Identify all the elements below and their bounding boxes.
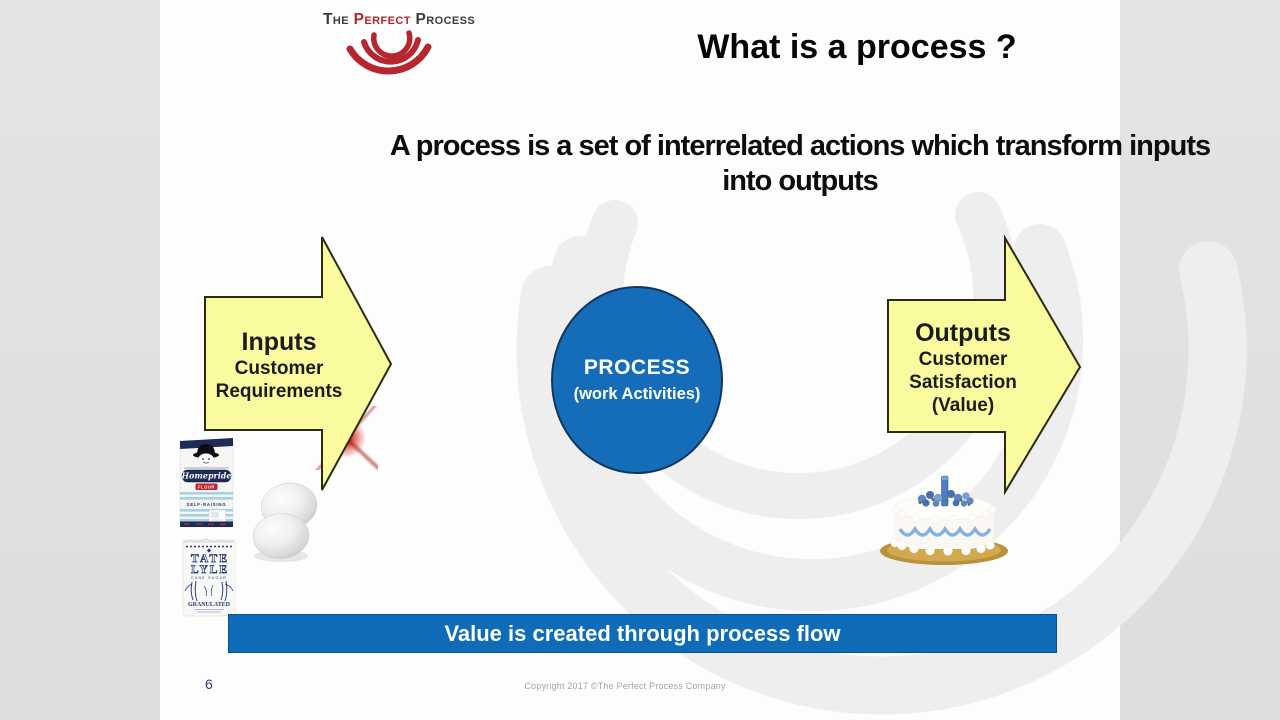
flour-badge-text: FLOUR (198, 484, 215, 489)
eggs-image (252, 482, 318, 562)
outputs-sub-3: (Value) (931, 395, 995, 416)
subtitle-line-2: into outputs (722, 165, 879, 197)
inputs-arrow-label: Inputs Customer Requirements (183, 328, 375, 403)
inputs-sub-1: Customer (234, 358, 324, 379)
copyright-text: Copyright 2017 ©The Perfect Process Comp… (524, 681, 726, 691)
flour-bag-image: Homepride FLOUR SELF-RAISING (179, 438, 234, 528)
page-number: 6 (205, 676, 213, 692)
cake-rim-frosting (891, 505, 997, 524)
cake-candle (941, 475, 949, 507)
logo-word-process: Process (415, 11, 476, 28)
cake-image (880, 475, 1008, 565)
process-circle-heading: PROCESS (583, 356, 691, 379)
sugar-subtitle-text: CANE SUGAR (191, 576, 227, 580)
process-circle-subheading: (work Activities) (573, 385, 701, 403)
outputs-sub-2: Satisfaction (909, 372, 1017, 393)
sugar-variant-text: GRANULATED (188, 602, 231, 608)
page-title: What is a process ? (697, 28, 1017, 66)
sugar-brand-line-2: LYLE (191, 564, 227, 576)
flour-side-card (208, 509, 226, 524)
logo-word-perfect: Perfect (353, 11, 411, 28)
process-circle: PROCESS (work Activities) (551, 286, 723, 474)
inputs-sub-2: Requirements (215, 381, 343, 402)
cake-bottom-frosting (890, 537, 995, 556)
value-banner: Value is created through process flow (228, 614, 1057, 653)
outputs-sub-1: Customer (918, 349, 1008, 370)
watermark-arcs-icon (516, 192, 1247, 715)
flour-variant-text: SELF-RAISING (187, 502, 227, 507)
logo-wordmark: The Perfect Process (323, 11, 475, 29)
flour-mascot (193, 444, 219, 467)
cake-flowers (917, 490, 974, 507)
subtitle-line-1: A process is a set of interrelated actio… (389, 130, 1211, 162)
logo-word-the: The (323, 11, 349, 28)
inputs-heading: Inputs (241, 328, 317, 356)
outputs-arrow-label: Outputs Customer Satisfaction (Value) (866, 319, 1060, 417)
sugar-cane-art (184, 580, 234, 602)
subtitle: A process is a set of interrelated actio… (317, 129, 1280, 199)
cake-scallop-trim (898, 525, 992, 537)
logo-arcs-icon (346, 30, 432, 75)
flour-brand-text: Homepride (181, 471, 232, 481)
outputs-heading: Outputs (915, 319, 1011, 347)
sugar-bag-image: TATE LYLE CANE SUGAR GRANULATED (182, 538, 236, 617)
